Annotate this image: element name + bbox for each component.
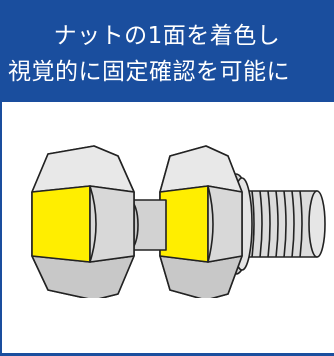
nut-left: [31, 145, 135, 298]
nut-right: [159, 145, 243, 298]
header-title-line-1: ナットの1面を着色し: [53, 23, 281, 49]
frame-left-border: [0, 102, 2, 356]
bolt-with-double-nut-illustration: [31, 145, 326, 298]
frame-bottom-border: [0, 353, 334, 356]
header-title-line-2: 視覚的に固定確認を可能に: [8, 59, 290, 85]
header-banner: ナットの1面を着色し 視覚的に固定確認を可能に: [0, 0, 334, 102]
